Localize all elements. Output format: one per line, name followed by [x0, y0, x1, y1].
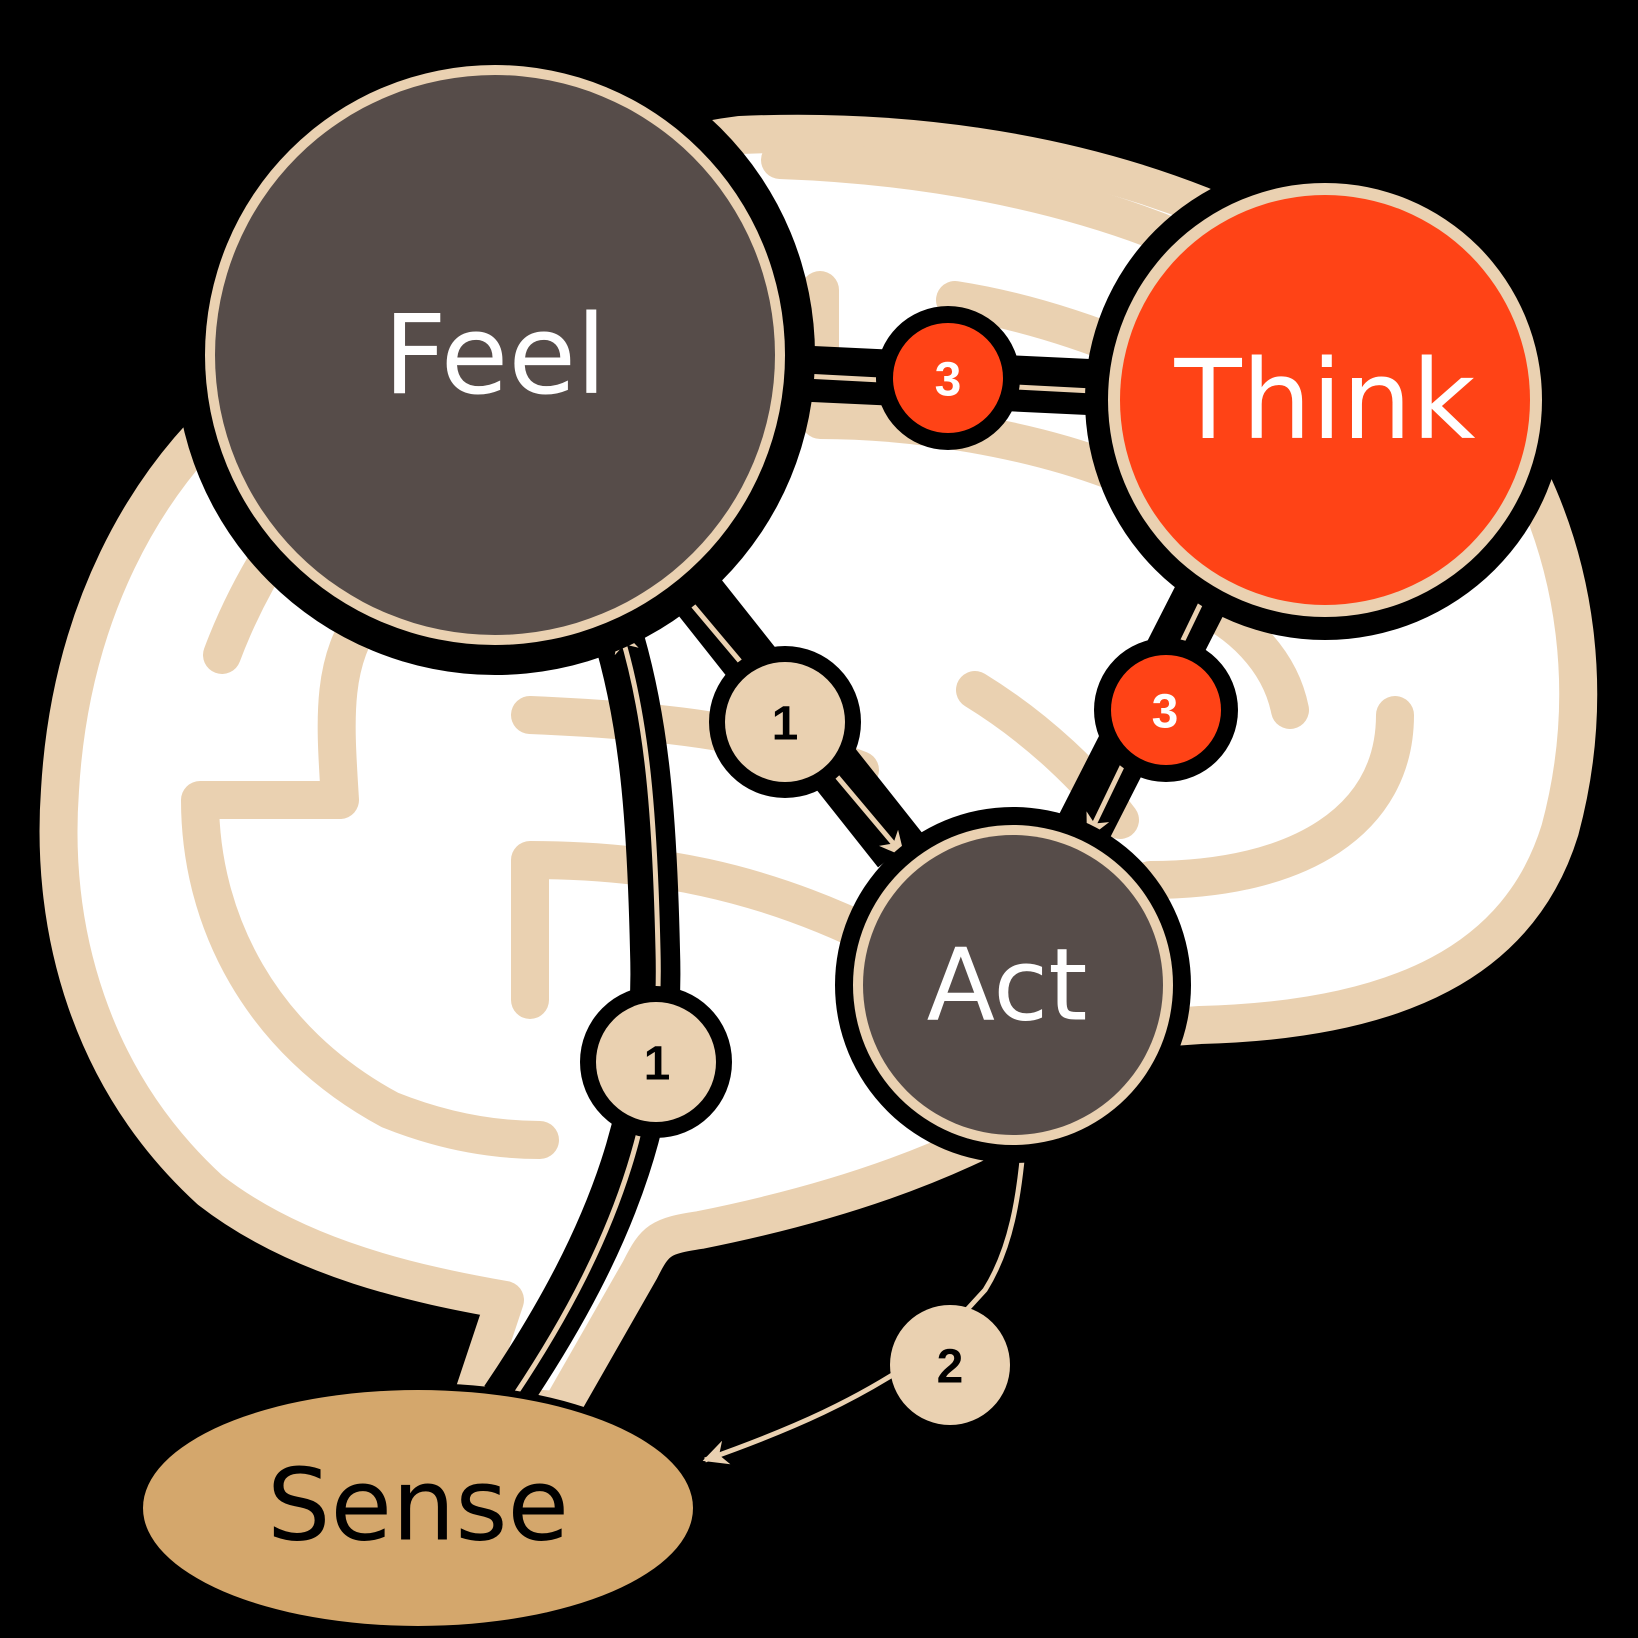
badge-feel-to-think[interactable]: 3 [876, 306, 1020, 450]
edge-sense-to-feel[interactable] [484, 617, 681, 1415]
node-act-label: Act [927, 927, 1088, 1044]
badge-feel-to-act-label: 1 [772, 698, 799, 751]
badge-think-to-act-label: 3 [1152, 686, 1179, 739]
maze-groove [1131, 696, 1414, 899]
node-feel-label: Feel [383, 291, 606, 419]
badge-think-to-act[interactable]: 3 [1094, 638, 1238, 782]
node-think[interactable]: Think [1085, 160, 1565, 640]
badge-sense-to-feel-label: 1 [644, 1038, 671, 1091]
edges [484, 344, 1240, 1465]
nodes: Feel Think Act Sense [136, 35, 1565, 1633]
edge-badges: 3 3 1 1 2 [580, 306, 1238, 1425]
badge-act-to-sense-label: 2 [937, 1341, 964, 1394]
maze-groove [181, 591, 559, 1159]
node-feel[interactable]: Feel [175, 35, 815, 675]
badge-sense-to-feel[interactable]: 1 [580, 986, 732, 1138]
maze-groove [511, 841, 899, 1019]
badge-feel-to-think-label: 3 [935, 354, 962, 407]
node-sense-label: Sense [267, 1447, 569, 1564]
maze-groove [761, 141, 1199, 259]
node-act[interactable]: Act [835, 807, 1191, 1163]
badge-feel-to-act[interactable]: 1 [709, 646, 861, 798]
node-think-label: Think [1174, 336, 1476, 464]
node-sense[interactable]: Sense [136, 1383, 700, 1633]
badge-act-to-sense[interactable]: 2 [890, 1305, 1010, 1425]
